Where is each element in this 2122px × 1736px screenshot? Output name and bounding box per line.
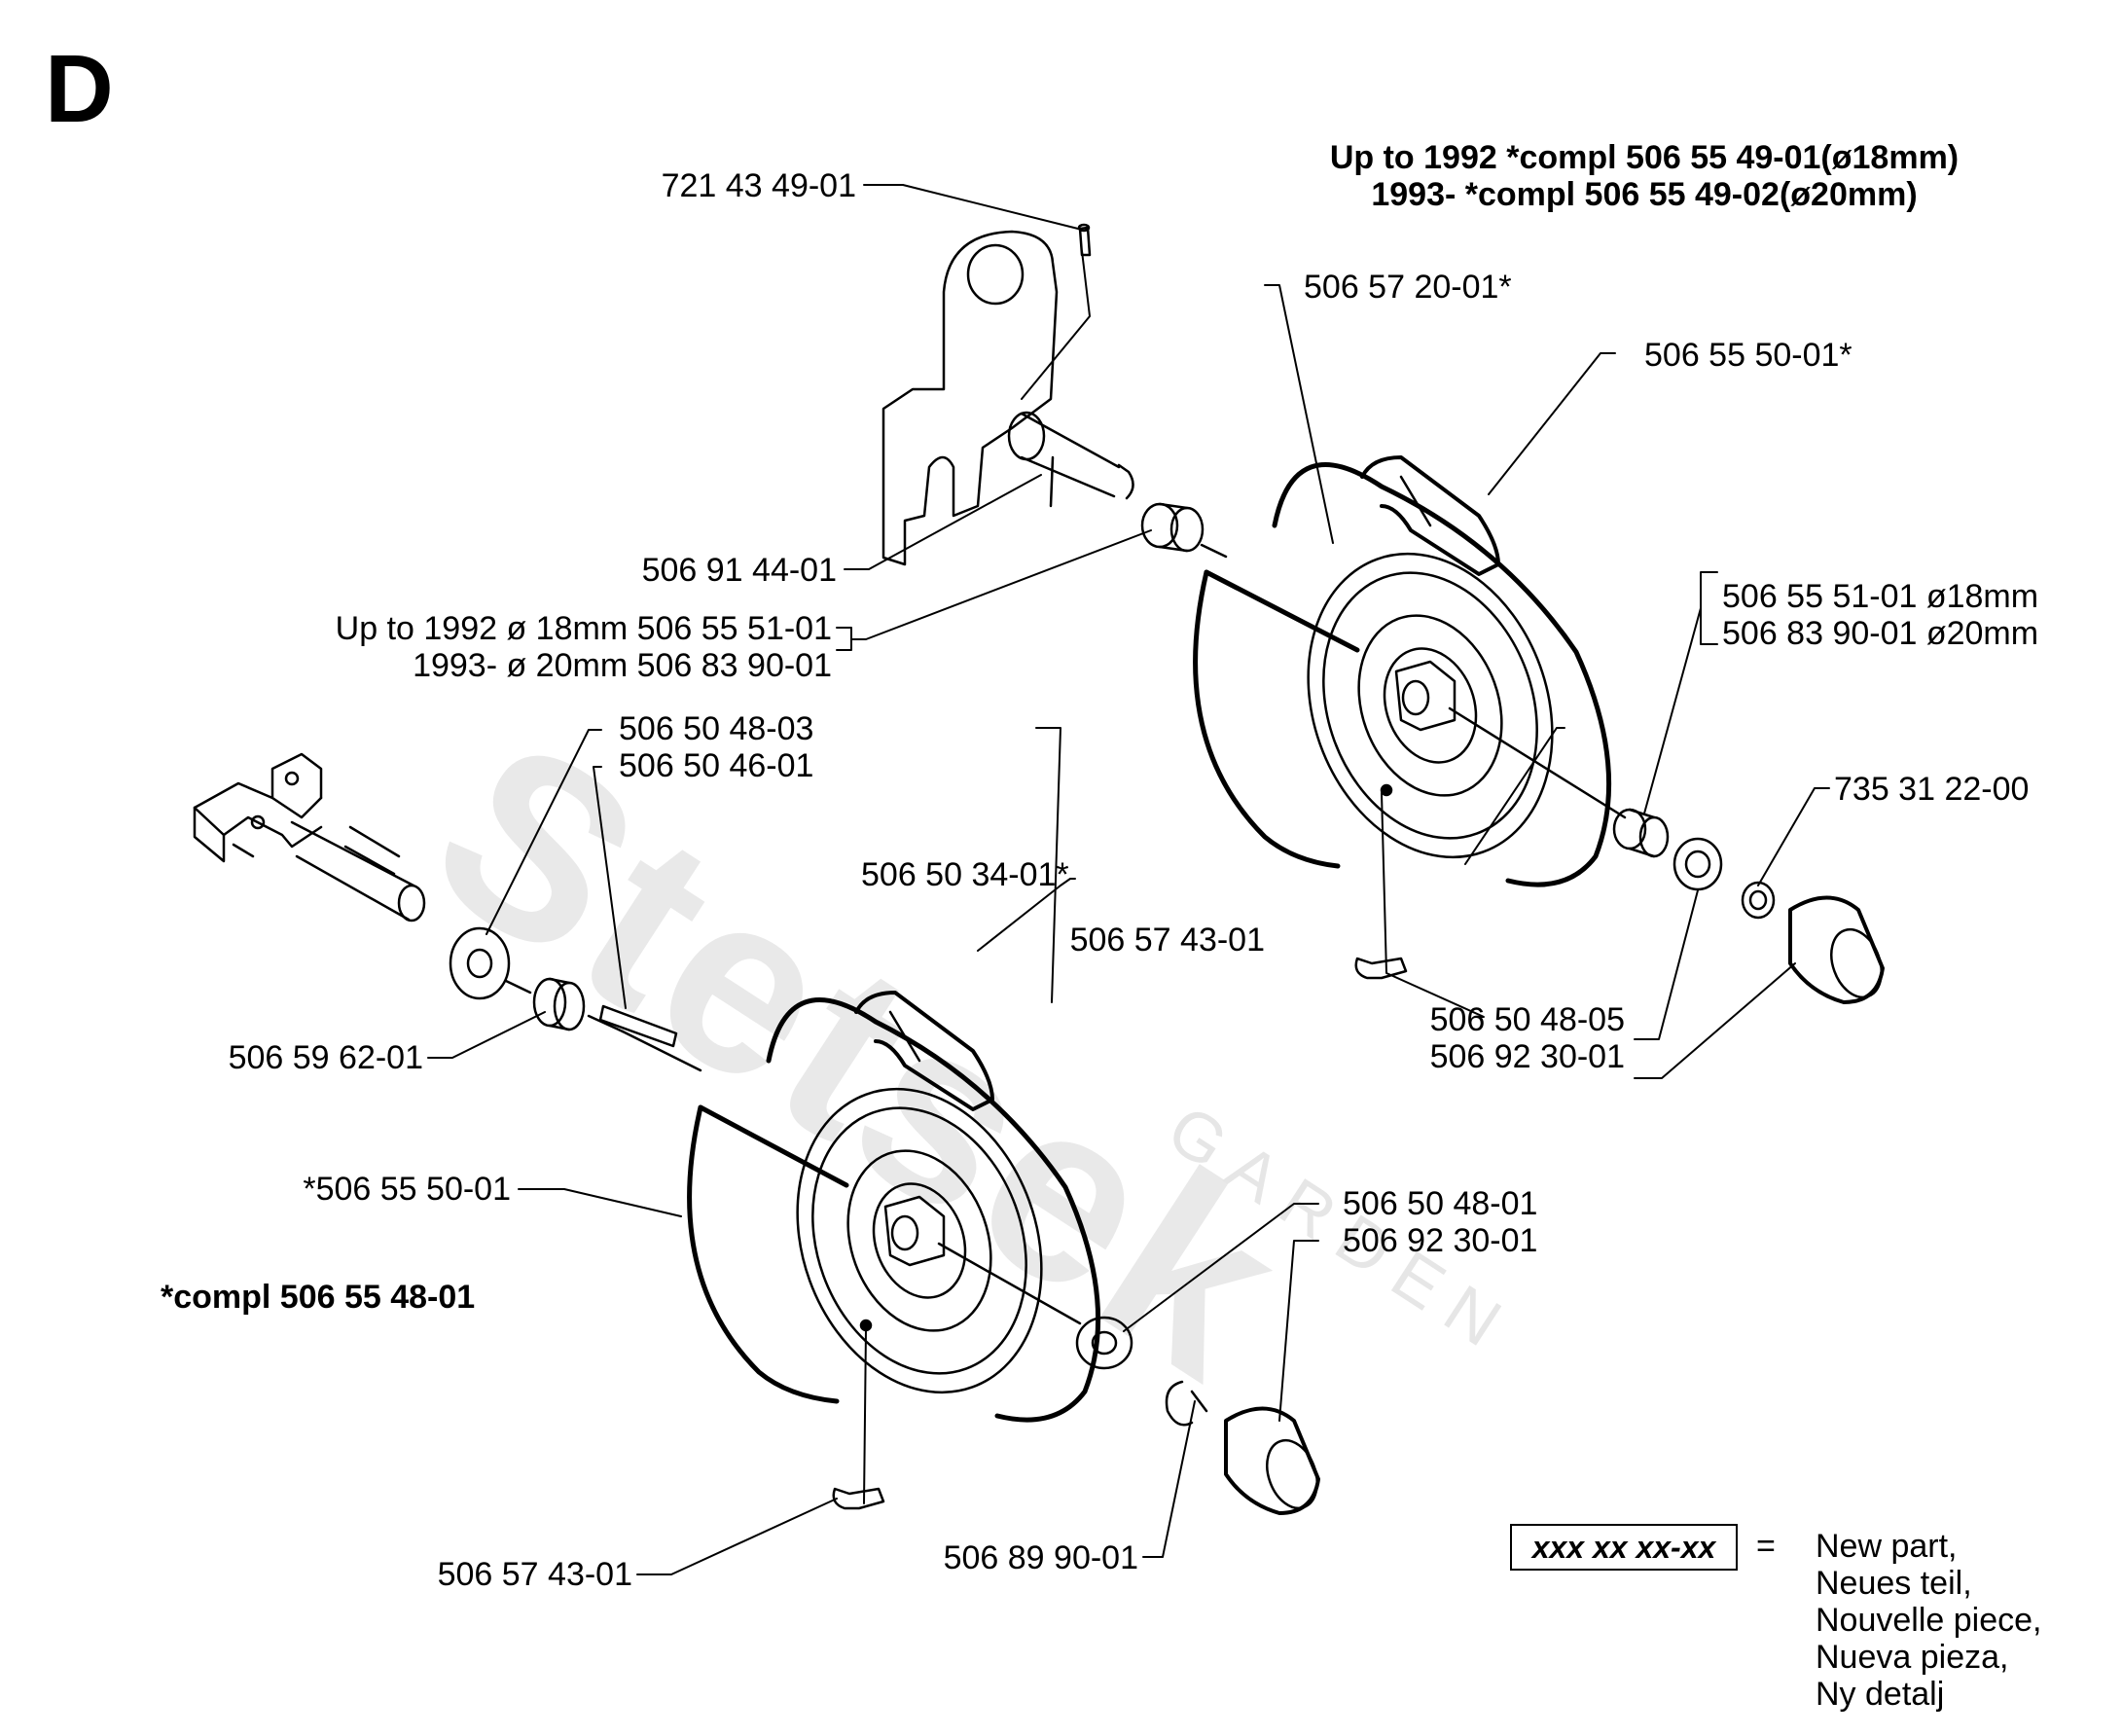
bushing-506-91-44 — [1140, 502, 1205, 553]
note-top-line2: 1993- *compl 506 55 49-02(ø20mm) — [1371, 176, 1918, 213]
callout-506-89-90-01: 506 89 90-01 — [943, 1539, 1138, 1576]
cap-506-92-30-top — [1788, 895, 1885, 1004]
washer-506-50-48-01 — [1075, 1316, 1133, 1370]
lower-wheel-drawing — [687, 991, 1101, 1423]
legend-new-part-box: xxx xx xx-xx — [1510, 1524, 1738, 1571]
legend-line-es: Nueva pieza, — [1816, 1639, 2009, 1676]
pin-721 — [1077, 223, 1092, 257]
callout-up-to-1992-left: Up to 1992 ø 18mm 506 55 51-01 — [335, 610, 832, 647]
legend-line-de: Neues teil, — [1816, 1565, 1972, 1602]
axis-line-5 — [937, 1242, 1082, 1325]
cap-506-92-30-bottom — [1224, 1406, 1320, 1515]
legend-line-sv: Ny detalj — [1816, 1676, 1945, 1713]
legend-line-en: New part, — [1816, 1528, 1958, 1565]
legend-equals: = — [1756, 1528, 1776, 1565]
callout-506-50-46-01: 506 50 46-01 — [619, 747, 814, 784]
clip-735-31-22 — [1741, 881, 1776, 920]
bushing-506-55-51 — [1612, 808, 1670, 858]
axle-bracket-drawing — [881, 230, 1134, 566]
callout-506-83-90-01-right: 506 83 90-01 ø20mm — [1722, 615, 2039, 652]
axis-line — [1200, 543, 1228, 559]
axis-line-4 — [621, 1030, 702, 1072]
callout-506-50-48-05: 506 50 48-05 — [1429, 1001, 1625, 1038]
lower-axle-drawing — [193, 752, 426, 922]
key-506-50-46 — [598, 1004, 678, 1048]
section-letter: D — [45, 35, 114, 142]
callout-506-55-50-01-bottom: *506 55 50-01 — [303, 1171, 511, 1208]
washer-506-50-48-03 — [449, 926, 511, 1000]
note-bottom-left: *compl 506 55 48-01 — [161, 1279, 476, 1316]
callout-506-50-48-01: 506 50 48-01 — [1343, 1185, 1538, 1222]
callout-506-55-51-01-right: 506 55 51-01 ø18mm — [1722, 578, 2039, 615]
callout-506-57-20-01: 506 57 20-01* — [1304, 269, 1512, 306]
callout-506-57-43-01-bottom: 506 57 43-01 — [437, 1556, 632, 1593]
note-top-line1: Up to 1992 *compl 506 55 49-01(ø18mm) — [1329, 139, 1960, 176]
bushing-506-59-62 — [532, 977, 586, 1031]
valve-506-57-43-bottom — [832, 1487, 885, 1510]
callout-506-55-50-01-top: 506 55 50-01* — [1644, 337, 1852, 374]
upper-wheel-drawing — [1193, 455, 1612, 887]
axis-line-2 — [1448, 706, 1627, 819]
callout-506-91-44-01: 506 91 44-01 — [641, 552, 837, 589]
callout-506-92-30-01-top: 506 92 30-01 — [1429, 1038, 1625, 1075]
leader-lines — [427, 184, 1830, 1575]
legend-text-list: New part, Neues teil, Nouvelle piece, Nu… — [1816, 1528, 2041, 1713]
callout-506-92-30-01-bottom: 506 92 30-01 — [1343, 1222, 1538, 1259]
legend-line-fr: Nouvelle piece, — [1816, 1602, 2042, 1639]
clip-506-89-90 — [1165, 1380, 1208, 1427]
washer-506-50-48-05 — [1672, 837, 1723, 891]
callout-506-59-62-01: 506 59 62-01 — [228, 1039, 423, 1076]
callout-506-50-34-01: 506 50 34-01* — [861, 856, 1069, 893]
callout-721-43-49-01: 721 43 49-01 — [661, 167, 856, 204]
valve-506-57-43-top — [1354, 957, 1408, 980]
callout-506-50-48-03: 506 50 48-03 — [619, 710, 814, 747]
axis-line-3 — [504, 979, 625, 1033]
callout-1993-left: 1993- ø 20mm 506 83 90-01 — [413, 647, 832, 684]
callout-506-57-43-01-top: 506 57 43-01 — [1069, 922, 1265, 958]
callout-735-31-22-00: 735 31 22-00 — [1834, 771, 2030, 808]
